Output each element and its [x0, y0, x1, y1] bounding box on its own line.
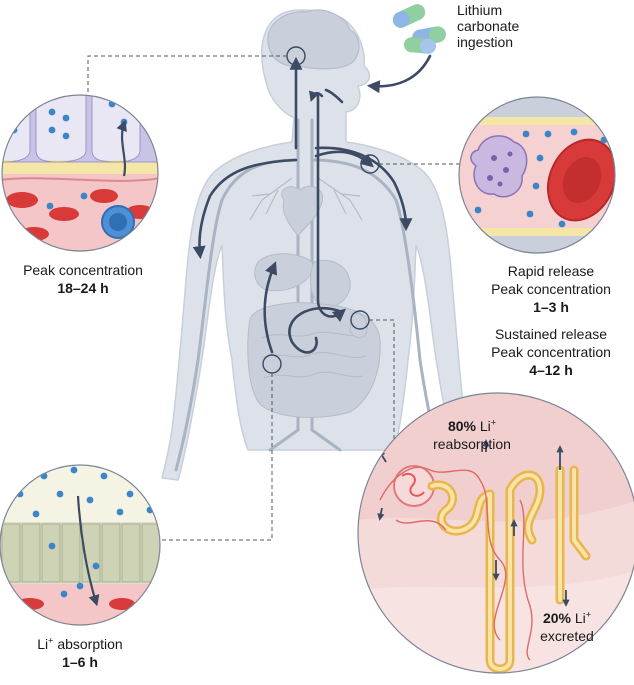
heart	[281, 186, 324, 237]
arrow-mouth	[324, 88, 344, 104]
flow-arrows	[192, 54, 432, 354]
leader-brain	[87, 55, 287, 96]
kidney-in-body	[349, 312, 368, 338]
leader-kidney	[369, 319, 395, 440]
gut-callout	[0, 464, 161, 626]
rapid-release-label: Rapid release	[507, 263, 595, 279]
brain-peak-label: Peak concentration	[23, 262, 143, 278]
intestines	[247, 302, 381, 418]
pill-label-line3: ingestion	[457, 34, 514, 50]
absorption-label: Li+ absorption	[37, 635, 123, 652]
brain-peak-time: 18–24 h	[57, 280, 109, 296]
leader-gut	[160, 373, 273, 541]
arrow-left-arm	[192, 158, 298, 260]
arrow-to-lung	[314, 150, 374, 168]
sustained-peak-time: 4–12 h	[529, 362, 573, 378]
intestine-folds	[261, 331, 367, 379]
arrow-pill-ingestion	[366, 54, 432, 94]
excreted-label: 20% Li+	[542, 609, 592, 626]
rapid-peak-label: Peak concentration	[491, 281, 611, 297]
brain-callout	[1, 94, 159, 252]
sustained-peak-label: Peak concentration	[491, 344, 611, 360]
absorption-time: 1–6 h	[62, 654, 98, 670]
stomach	[310, 260, 351, 308]
brain	[267, 9, 360, 70]
arrow-gut-to-blood	[263, 261, 278, 354]
reabsorption-label: 80% Li+	[447, 417, 497, 434]
reabsorption-word: reabsorption	[433, 436, 511, 452]
lithium-pills	[392, 4, 446, 54]
excreted-word: excreted	[540, 628, 594, 644]
arrow-right-arm	[314, 146, 413, 232]
pill-label-line1: Lithium	[457, 2, 503, 18]
vessel-callout	[458, 96, 616, 254]
arrow-throat	[309, 90, 324, 102]
pill-label-line2: carbonate	[457, 18, 520, 34]
leader-lines	[87, 55, 460, 541]
arrow-stomach-loop	[288, 306, 344, 354]
sustained-release-label: Sustained release	[494, 326, 608, 342]
kidney-callout	[357, 392, 634, 674]
arrow-esophagus	[316, 94, 346, 322]
lungs	[249, 177, 363, 221]
rapid-peak-time: 1–3 h	[533, 299, 569, 315]
